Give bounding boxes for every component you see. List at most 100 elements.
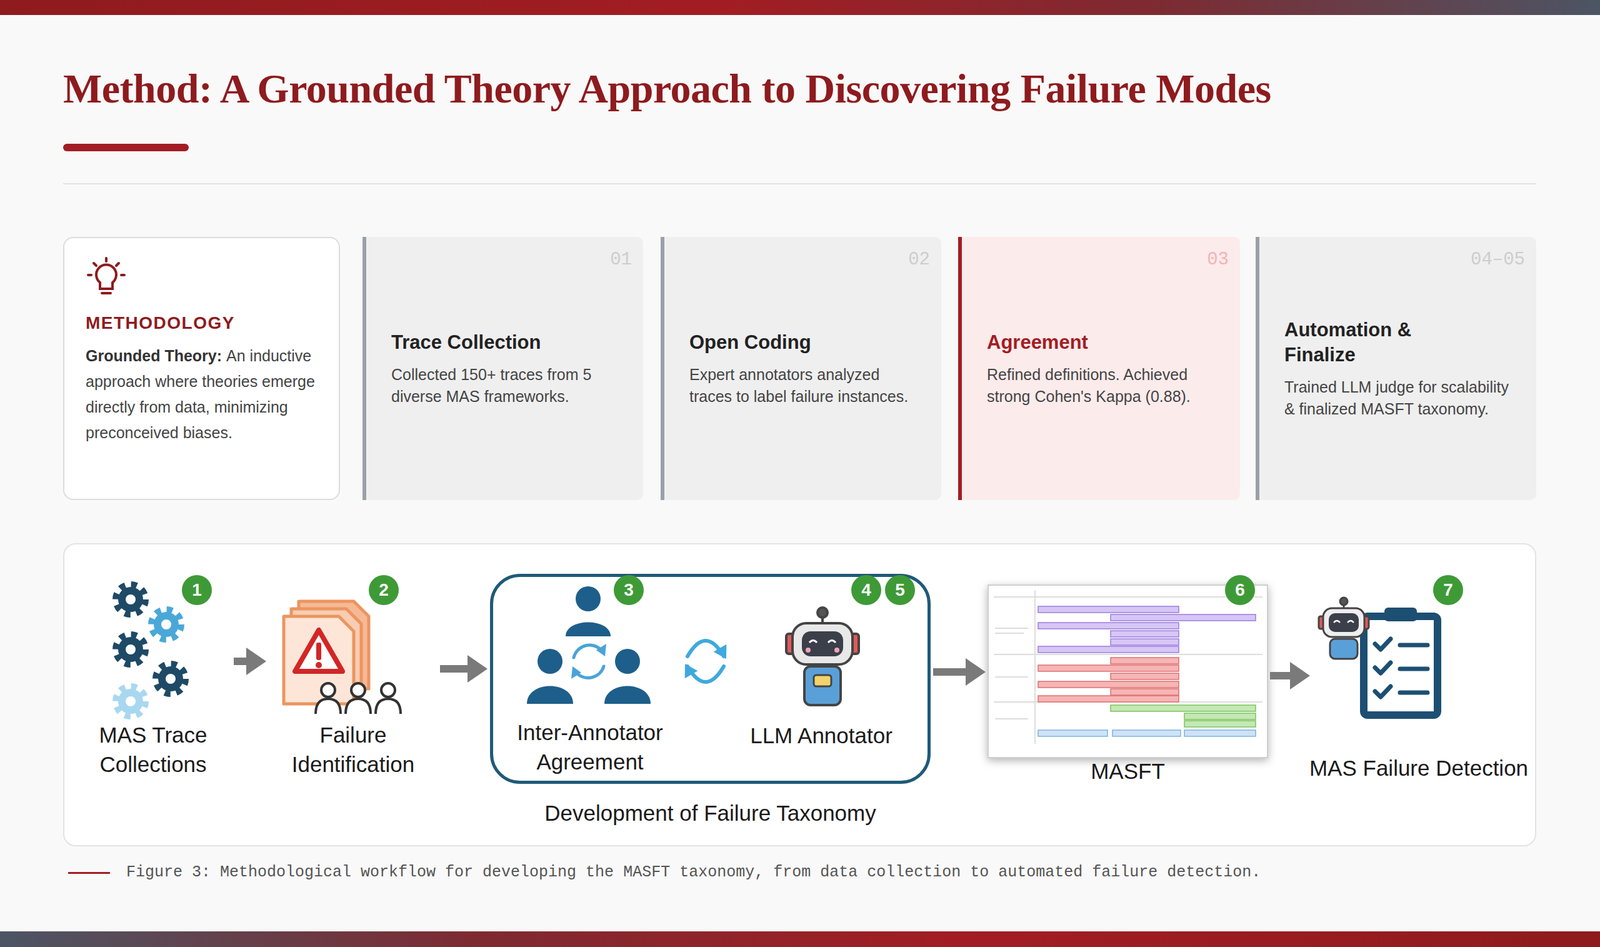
step-label: MAS Trace Collections — [75, 720, 232, 780]
robot-annotator-icon — [804, 666, 841, 705]
workflow-step: MASFT — [988, 585, 1268, 786]
failure-documents-icon — [315, 683, 401, 714]
masft-thumbnail — [1110, 614, 1256, 621]
failure-documents-icon — [321, 683, 335, 697]
card-heading: Agreement — [986, 330, 1222, 355]
annotators-icon — [596, 643, 607, 657]
card-heading: Automation & Finalize — [1284, 317, 1472, 368]
step-label: MAS Failure Detection — [1309, 753, 1529, 783]
robot-annotator-icon — [834, 647, 840, 653]
failure-documents-icon — [351, 683, 365, 697]
annotators-icon — [573, 645, 604, 678]
robot-annotator-icon — [821, 615, 824, 624]
workflow-step: MAS Failure Detection — [1312, 584, 1525, 783]
gears-icon — [125, 644, 136, 655]
masft-thumbnail — [995, 627, 1029, 629]
arrow-head — [685, 663, 699, 679]
step-label: Inter-Annotator Agreement — [496, 717, 684, 777]
card-body: Trained LLM judge for scalability & fina… — [1284, 376, 1518, 420]
arrow-head — [246, 647, 267, 675]
masft-thumbnail — [1038, 730, 1108, 737]
masft-thumbnail — [1038, 730, 1256, 737]
step-card: 04–05Automation & FinalizeTrained LLM ju… — [1255, 236, 1537, 500]
title-underline — [63, 143, 189, 152]
masft-thumbnail — [995, 718, 1029, 720]
masft-thumbnail — [993, 653, 1263, 655]
failure-detection-icon — [1375, 662, 1391, 674]
annotators-icon — [573, 645, 602, 658]
failure-documents-icon — [283, 601, 401, 714]
card-body: Expert annotators analyzed traces to lab… — [689, 363, 923, 408]
failure-detection-icon — [1318, 616, 1325, 629]
gears-icon — [125, 696, 136, 707]
failure-documents-icon — [298, 601, 369, 689]
masft-thumbnail — [1110, 630, 1179, 637]
workflow-step: Failure Identification — [268, 578, 438, 779]
flow-arrow — [233, 647, 267, 675]
robot-annotator-icon — [792, 623, 853, 665]
gears-icon — [125, 594, 136, 605]
step-card: 02Open CodingExpert annotators analyzed … — [660, 236, 942, 500]
masft-thumbnail — [1110, 638, 1179, 645]
body-lead: Grounded Theory: — [85, 346, 222, 365]
top-bar — [0, 0, 1600, 15]
masft-thumbnail — [1034, 590, 1036, 744]
card-body: Collected 150+ traces from 5 diverse MAS… — [391, 363, 625, 408]
arrow-head — [965, 658, 986, 686]
failure-documents-icon — [315, 661, 322, 669]
masft-thumbnail — [1184, 720, 1256, 727]
methodology-card: METHODOLOGYGrounded Theory:An inductive … — [63, 236, 340, 500]
failure-detection-icon — [1333, 620, 1354, 623]
flow-arrow — [933, 658, 986, 686]
annotators-icon — [565, 622, 611, 637]
cycle-arc — [687, 666, 724, 682]
failure-documents-icon — [381, 683, 395, 697]
failure-detection-icon — [1375, 638, 1391, 650]
masft-thumbnail — [1038, 665, 1179, 672]
failure-detection-icon — [1400, 690, 1428, 695]
gears-icon — [151, 609, 182, 640]
arrow-head — [1290, 661, 1310, 690]
robot-annotator-icon — [817, 607, 828, 618]
workflow-step: MAS Trace Collections — [75, 578, 232, 779]
masft-thumbnail — [1110, 657, 1179, 664]
gears-icon — [118, 586, 144, 612]
gears-icon — [115, 584, 186, 717]
arrow-shaft — [933, 668, 969, 676]
step-label: MASFT — [1090, 756, 1165, 786]
gears-icon — [118, 688, 144, 714]
failure-detection-icon — [1323, 608, 1365, 637]
failure-detection-icon — [1384, 607, 1417, 622]
failure-documents-icon — [345, 698, 371, 714]
gears-icon — [151, 609, 182, 640]
masft-thumbnail — [1038, 646, 1179, 653]
failure-detection-icon — [1343, 603, 1345, 609]
masft-thumbnail — [1038, 657, 1179, 702]
card-body: Grounded Theory:An inductive approach wh… — [85, 343, 320, 446]
gears-icon — [115, 634, 146, 665]
card-body: Refined definitions. Achieved strong Coh… — [986, 363, 1222, 408]
failure-detection-icon — [1400, 643, 1428, 648]
step-number: 02 — [908, 249, 930, 270]
masft-thumbnail — [1038, 622, 1179, 629]
cycle-arrow — [685, 640, 727, 682]
gears-icon — [158, 666, 184, 692]
failure-detection-icon — [1400, 666, 1428, 672]
masft-thumbnail — [988, 585, 1268, 758]
annotators-icon — [526, 686, 574, 705]
gears-icon — [155, 663, 186, 694]
step-number: 04–05 — [1470, 249, 1525, 270]
card-heading: Trace Collection — [391, 330, 625, 355]
failure-detection-icon — [1375, 686, 1391, 697]
flow-arrow — [1270, 661, 1310, 690]
failure-detection-icon — [1363, 616, 1369, 629]
masft-thumbnail — [993, 701, 1263, 703]
masft-thumbnail — [1184, 730, 1256, 737]
failure-documents-icon — [316, 642, 322, 660]
gears-icon — [165, 673, 176, 684]
arrow-shaft — [233, 657, 249, 665]
failure-detection-icon — [1340, 597, 1348, 605]
robot-annotator-icon — [801, 631, 844, 657]
